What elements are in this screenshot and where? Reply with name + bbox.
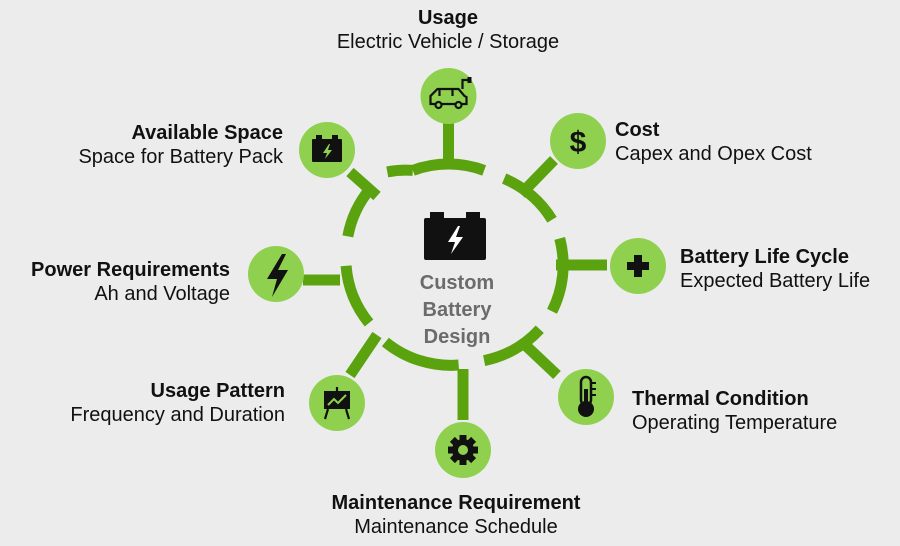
node-title: Available Space	[131, 122, 283, 144]
node-subtitle: Frequency and Duration	[70, 404, 285, 426]
electric-car-icon	[429, 77, 472, 110]
center-label: Custom Battery Design	[392, 270, 522, 351]
presentation-board-icon	[323, 387, 351, 420]
node-label-maintenance-requirement: Maintenance Requirement Maintenance Sche…	[296, 491, 616, 539]
node-title: Power Requirements	[31, 259, 230, 281]
node-subtitle: Electric Vehicle / Storage	[336, 31, 560, 53]
node-circle-cost	[550, 113, 606, 169]
node-circle-usage	[420, 68, 477, 124]
plus-icon	[627, 255, 649, 277]
node-subtitle: Space for Battery Pack	[78, 146, 283, 168]
node-label-usage: Usage Electric Vehicle / Storage	[300, 6, 596, 54]
node-title: Usage	[417, 7, 479, 29]
spoke-available-space	[346, 167, 381, 201]
spokes	[303, 120, 607, 420]
thermometer-icon	[578, 375, 596, 417]
node-subtitle: Ah and Voltage	[94, 283, 230, 305]
spoke-usage-pattern	[345, 331, 382, 379]
central-ring	[340, 158, 569, 371]
node-title: Usage Pattern	[150, 380, 286, 402]
node-label-available-space: Available Space Space for Battery Pack	[20, 121, 283, 169]
spoke-thermal-condition	[518, 337, 561, 380]
lightning-bolt-icon	[267, 254, 288, 297]
battery-charge-icon	[424, 212, 486, 260]
node-subtitle: Capex and Opex Cost	[615, 143, 812, 165]
node-subtitle: Operating Temperature	[632, 412, 838, 434]
spoke-cost	[517, 156, 558, 198]
node-title: Battery Life Cycle	[680, 246, 849, 268]
gear-icon	[448, 435, 478, 465]
svg-text:$: $	[570, 126, 587, 159]
center-line-1: Custom	[419, 272, 495, 294]
dollar-icon: $	[570, 126, 587, 159]
node-label-usage-pattern: Usage Pattern Frequency and Duration	[20, 379, 285, 427]
node-label-thermal-condition: Thermal Condition Operating Temperature	[632, 387, 837, 435]
node-title: Thermal Condition	[632, 388, 809, 410]
center-line-3: Design	[423, 326, 491, 348]
node-label-power-requirements: Power Requirements Ah and Voltage	[0, 258, 230, 306]
node-subtitle: Maintenance Schedule	[354, 516, 558, 538]
node-label-battery-life-cycle: Battery Life Cycle Expected Battery Life	[680, 245, 870, 293]
node-label-cost: Cost Capex and Opex Cost	[615, 118, 812, 166]
node-title: Cost	[615, 119, 660, 141]
node-subtitle: Expected Battery Life	[680, 270, 871, 292]
battery-icon	[312, 135, 342, 162]
node-title: Maintenance Requirement	[331, 492, 581, 514]
center-line-2: Battery	[422, 299, 492, 321]
